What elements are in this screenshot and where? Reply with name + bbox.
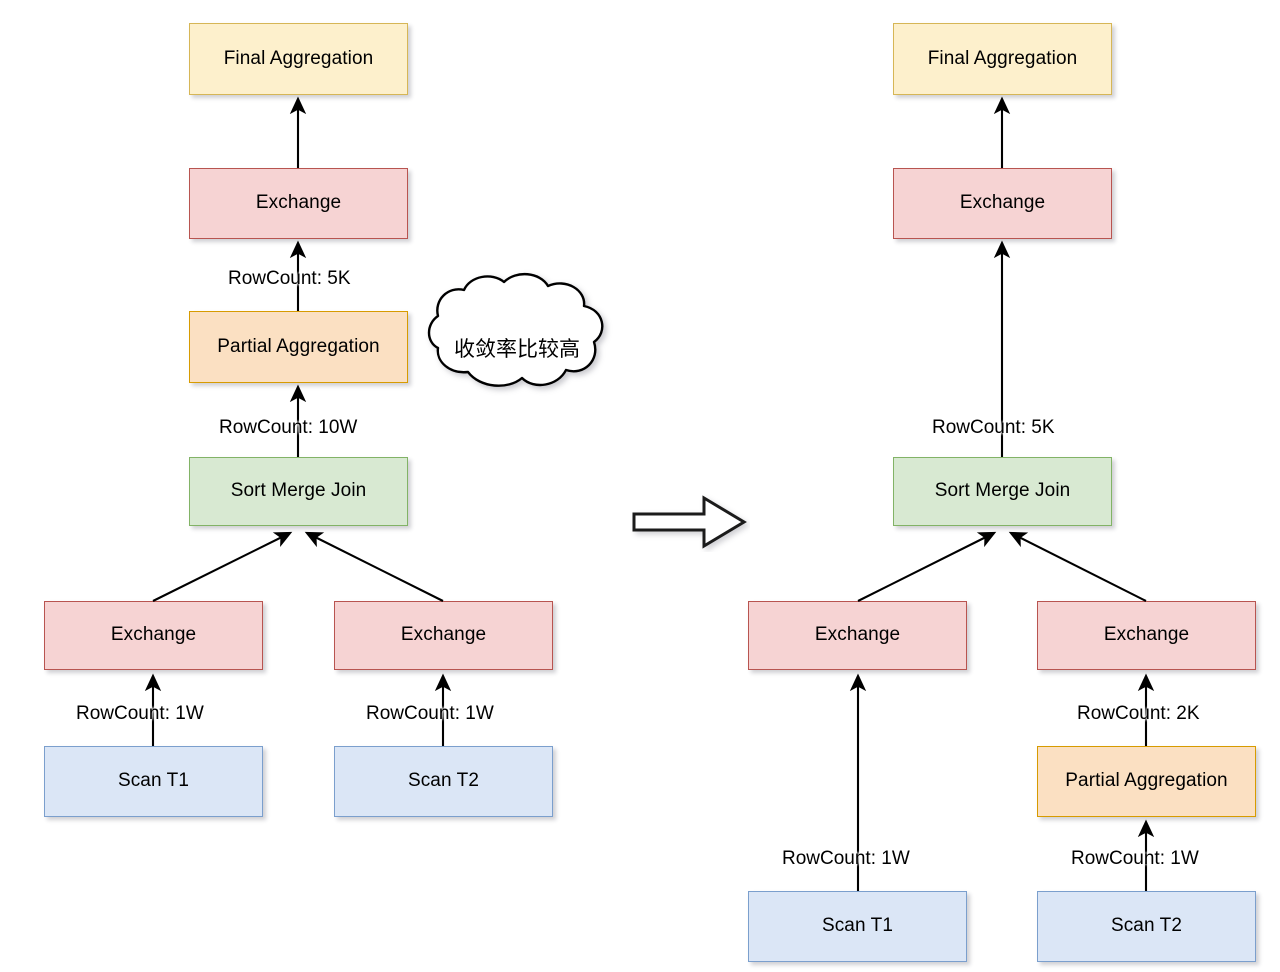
edge-label-text: RowCount: 1W: [1071, 848, 1199, 869]
edge-label-text: RowCount: 10W: [219, 417, 358, 438]
node-label: Partial Aggregation: [217, 335, 380, 357]
edge-label-rowcount-1w-t2-left: RowCount: 1W: [366, 703, 494, 725]
cloud-callout: [427, 273, 604, 387]
edge-label-rowcount-2k-right: RowCount: 2K: [1077, 703, 1200, 725]
edge-r-exchange-a-to-smj: [857, 531, 997, 602]
node-exchange-t2-right[interactable]: Exchange: [1037, 601, 1256, 670]
node-exchange-t1-left[interactable]: Exchange: [44, 601, 263, 670]
rightwards-block-arrow-icon: [632, 495, 747, 549]
node-final-aggregation-left[interactable]: Final Aggregation: [189, 23, 408, 95]
edge-label-text: RowCount: 1W: [366, 703, 494, 724]
cloud-callout-text: 收敛率比较高: [454, 333, 580, 363]
node-label: Exchange: [255, 192, 342, 214]
node-label: Exchange: [110, 624, 197, 646]
node-label: Scan T2: [407, 770, 480, 792]
node-label: Scan T1: [821, 915, 894, 937]
node-scan-t1-left[interactable]: Scan T1: [44, 746, 263, 817]
node-sort-merge-join-left[interactable]: Sort Merge Join: [189, 457, 408, 526]
node-label: Sort Merge Join: [934, 480, 1071, 502]
node-label: Exchange: [959, 192, 1046, 214]
node-scan-t2-right[interactable]: Scan T2: [1037, 891, 1256, 962]
edge-label-rowcount-5k-left: RowCount: 5K: [228, 268, 351, 290]
node-scan-t2-left[interactable]: Scan T2: [334, 746, 553, 817]
node-label: Partial Aggregation: [1065, 770, 1228, 792]
node-exchange-t1-right[interactable]: Exchange: [748, 601, 967, 670]
node-label: Final Aggregation: [927, 47, 1078, 69]
node-label: Final Aggregation: [223, 47, 374, 69]
node-sort-merge-join-right[interactable]: Sort Merge Join: [893, 457, 1112, 526]
node-scan-t1-right[interactable]: Scan T1: [748, 891, 967, 962]
node-label: Exchange: [1103, 624, 1190, 646]
node-partial-aggregation-right[interactable]: Partial Aggregation: [1037, 746, 1256, 817]
node-partial-aggregation-left[interactable]: Partial Aggregation: [189, 311, 408, 383]
edge-label-rowcount-1w-t1-right: RowCount: 1W: [782, 848, 910, 870]
edge-l-exchange-b-to-smj: [304, 531, 444, 602]
node-exchange-top-right[interactable]: Exchange: [893, 168, 1112, 239]
edge-l-exchange-a-to-smj: [152, 531, 293, 602]
node-label: Scan T1: [117, 770, 190, 792]
edge-r-exchange-b-to-smj: [1008, 531, 1147, 602]
edge-label-text: RowCount: 5K: [228, 268, 351, 289]
node-final-aggregation-right[interactable]: Final Aggregation: [893, 23, 1112, 95]
node-label: Scan T2: [1110, 915, 1183, 937]
edge-label-rowcount-10w-left: RowCount: 10W: [219, 417, 357, 439]
edge-label-rowcount-1w-t1-left: RowCount: 1W: [76, 703, 204, 725]
edge-label-rowcount-1w-t2-right: RowCount: 1W: [1071, 848, 1199, 870]
cloud-text-value: 收敛率比较高: [454, 337, 580, 361]
node-exchange-t2-left[interactable]: Exchange: [334, 601, 553, 670]
edge-label-text: RowCount: 1W: [76, 703, 204, 724]
edge-label-text: RowCount: 1W: [782, 848, 910, 869]
node-exchange-top-left[interactable]: Exchange: [189, 168, 408, 239]
node-label: Exchange: [814, 624, 901, 646]
edge-label-rowcount-5k-right: RowCount: 5K: [932, 417, 1055, 439]
node-label: Exchange: [400, 624, 487, 646]
edge-label-text: RowCount: 5K: [932, 417, 1055, 438]
edge-label-text: RowCount: 2K: [1077, 703, 1200, 724]
node-label: Sort Merge Join: [230, 480, 367, 502]
